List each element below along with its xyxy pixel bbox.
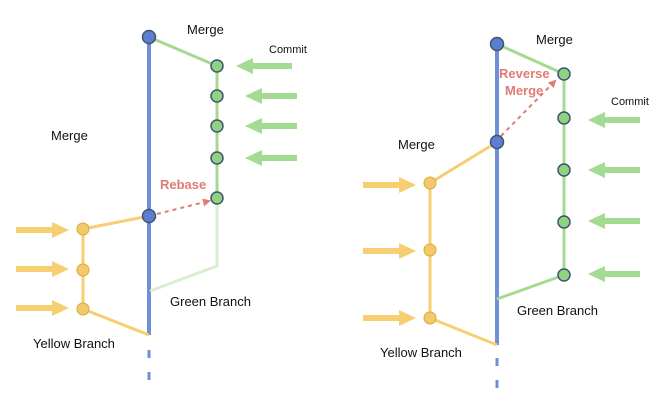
left-green-commit-arrows (236, 58, 297, 166)
left-yellow-node-3 (76, 302, 90, 316)
right-green-arrow-4 (588, 266, 640, 282)
left-yellow-node-2 (76, 263, 90, 277)
left-main-node-top (141, 29, 157, 45)
right-green-node-4 (557, 215, 571, 229)
left-green-node-3 (210, 119, 224, 133)
left-green-faded-line (149, 198, 219, 293)
right-yellow-merge-line (429, 140, 498, 185)
right-reverse-merge-label: Merge (505, 83, 543, 98)
right-yellow-node-2 (423, 243, 437, 257)
right-yellow-return-line (429, 316, 498, 347)
right-green-node-5 (557, 268, 571, 282)
right-yellow-arrow-2 (363, 243, 416, 259)
right-green-arrow-1 (588, 112, 640, 128)
left-yellow-arrow-1 (16, 222, 69, 238)
left-green-arrow-4 (245, 150, 297, 166)
left-merge-top-label: Merge (187, 22, 224, 37)
left-yellow-arrow-2 (16, 261, 69, 277)
right-yellow-branch-label: Yellow Branch (380, 345, 462, 360)
left-green-branch-label: Green Branch (170, 294, 251, 309)
left-green-node-1 (210, 59, 224, 73)
right-green-node-1 (557, 67, 571, 81)
left-green-arrow-3 (245, 118, 297, 134)
left-yellow-commit-arrows (16, 222, 69, 316)
left-yellow-merge-line (82, 214, 150, 231)
right-green-merge-line (496, 42, 565, 76)
left-rebase-arrow (156, 198, 211, 215)
right-merge-top-label: Merge (536, 32, 573, 47)
right-yellow-arrow-3 (363, 310, 416, 326)
right-green-arrow-2 (588, 162, 640, 178)
right-green-node-3 (557, 163, 571, 177)
left-main-node-mid (141, 208, 157, 224)
right-green-commit-arrows (588, 112, 640, 282)
right-yellow-arrow-1 (363, 177, 416, 193)
left-green-merge-line (148, 35, 218, 68)
right-merge-side-label: Merge (398, 137, 435, 152)
right-green-branch-label: Green Branch (517, 303, 598, 318)
left-merge-side-label: Merge (51, 128, 88, 143)
right-main-node-mid (489, 134, 505, 150)
right-green-arrow-3 (588, 213, 640, 229)
right-green-return-line (496, 273, 565, 301)
right-commit-label: Commit (611, 96, 649, 108)
left-commit-label: Commit (269, 44, 307, 56)
right-yellow-node-1 (423, 176, 437, 190)
left-diagram: Merge Commit Merge Rebase Green Branch Y… (16, 22, 307, 380)
right-green-node-2 (557, 111, 571, 125)
left-green-node-5 (210, 191, 224, 205)
right-reverse-label: Reverse (499, 66, 550, 81)
left-yellow-node-1 (76, 222, 90, 236)
right-yellow-commit-arrows (363, 177, 416, 326)
right-yellow-node-3 (423, 311, 437, 325)
left-yellow-arrow-3 (16, 300, 69, 316)
left-yellow-branch-label: Yellow Branch (33, 336, 115, 351)
left-yellow-return-line (82, 307, 150, 337)
left-green-arrow-2 (245, 88, 297, 104)
left-rebase-label: Rebase (160, 177, 206, 192)
left-green-arrow-1 (236, 58, 292, 74)
left-green-node-4 (210, 151, 224, 165)
left-green-node-2 (210, 89, 224, 103)
right-diagram: Merge Reverse Merge Commit Merge Green B… (363, 32, 649, 388)
right-main-node-top (489, 36, 505, 52)
right-reverse-merge-arrow (500, 79, 557, 137)
